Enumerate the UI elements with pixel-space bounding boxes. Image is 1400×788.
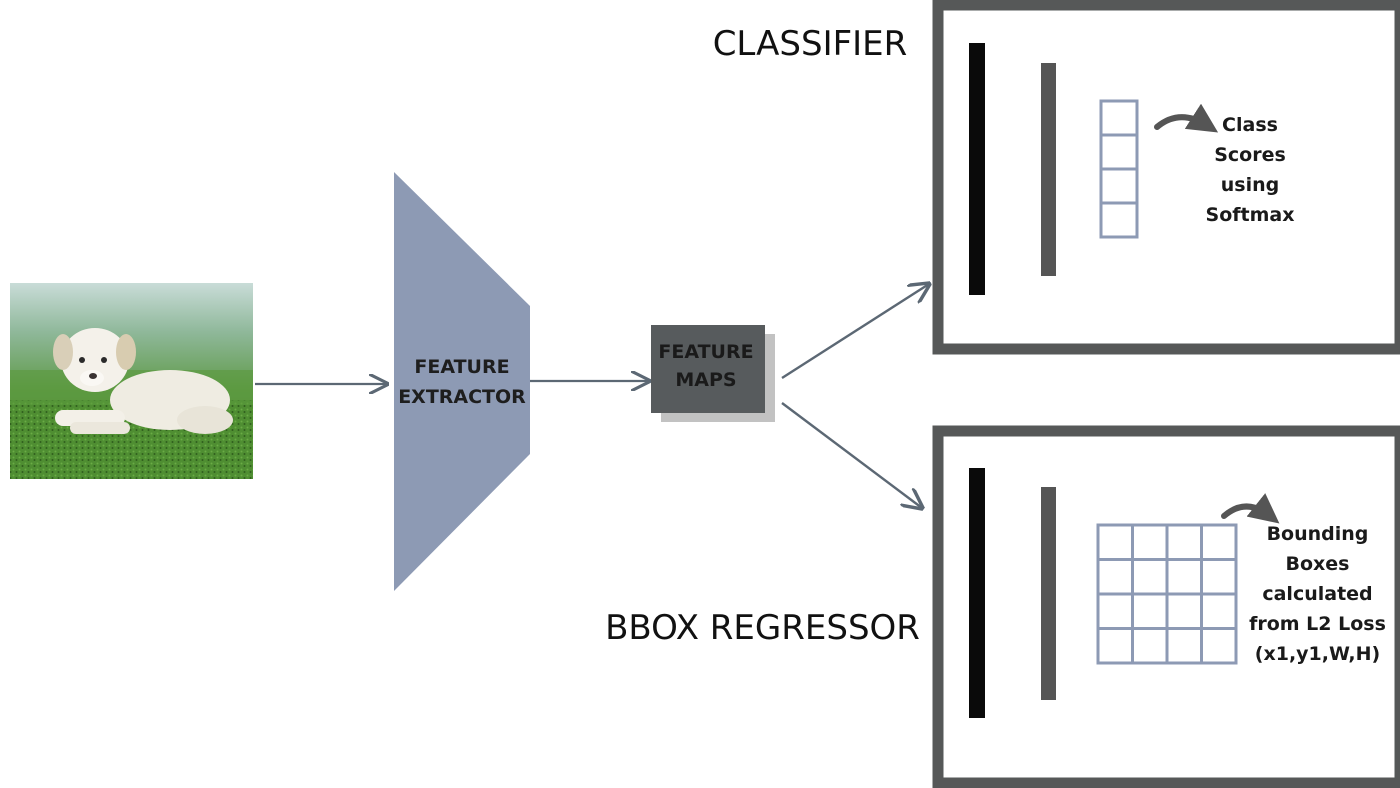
bbox-regressor-panel [932,425,1400,788]
class-score-cell [1099,133,1139,171]
feature-maps-line-1: FEATURE [658,341,754,363]
classifier-output-text: Class Scores using Softmax [1180,110,1320,230]
regressor-layer-bar-1 [969,468,985,718]
classifier-curved-arrow [1154,103,1219,133]
classifier-title: CLASSIFIER [712,24,908,64]
bbox-output-line-2: Boxes [1285,553,1350,575]
regressor-layer-bar-2 [1041,487,1056,700]
bbox-grid-cell [1165,627,1203,665]
bbox-grid-cell [1165,592,1203,630]
classifier-output-line-4: Softmax [1205,204,1295,226]
classifier-panel [932,0,1400,355]
bbox-grid-cell [1200,627,1238,665]
classifier-output-line-1: Class [1222,114,1278,136]
class-score-cell [1099,167,1139,205]
bbox-grid-cell [1131,523,1169,561]
bbox-grid-cell [1131,592,1169,630]
bbox-output-line-4: from L2 Loss [1249,613,1386,635]
input-image [10,283,253,479]
bbox-regressor-title: BBOX REGRESSOR [605,608,920,648]
feature-extractor-block [394,172,530,591]
bbox-grid-cell [1096,523,1134,561]
bbox-grid-cell [1200,592,1238,630]
feature-maps-box [651,325,765,413]
bbox-output-line-3: calculated [1262,583,1373,605]
bbox-grid-cell [1200,558,1238,596]
bbox-output-line-1: Bounding [1266,523,1369,545]
bbox-output-text: Bounding Boxes calculated from L2 Loss (… [1240,519,1395,669]
arrow-maps-to-regressor [781,402,922,508]
feature-maps-line-2: MAPS [675,369,737,391]
classifier-layer-bar-1 [969,43,985,295]
class-score-cell [1099,99,1139,137]
feature-extractor-line-2: EXTRACTOR [398,386,526,408]
classifier-layer-bar-2 [1041,63,1056,276]
regressor-curved-arrow [1221,493,1280,524]
bbox-grid [1096,523,1238,665]
feature-extractor-label: FEATURE EXTRACTOR [394,352,530,412]
bbox-grid-cell [1165,558,1203,596]
feature-maps-label: FEATURE MAPS [651,338,761,394]
bbox-grid-cell [1131,627,1169,665]
classifier-output-line-3: using [1220,174,1280,196]
feature-extractor-line-1: FEATURE [414,356,510,378]
class-score-cell [1099,201,1139,239]
class-score-vector [1099,99,1139,239]
bbox-output-line-5: (x1,y1,W,H) [1254,643,1381,665]
bbox-grid-cell [1200,523,1238,561]
bbox-grid-cell [1096,558,1134,596]
arrow-maps-to-classifier [781,284,929,380]
feature-maps-block [651,325,775,422]
bbox-grid-cell [1096,592,1134,630]
bbox-grid-cell [1131,558,1169,596]
classifier-output-line-2: Scores [1214,144,1286,166]
bbox-grid-cell [1096,627,1134,665]
bbox-grid-cell [1165,523,1203,561]
